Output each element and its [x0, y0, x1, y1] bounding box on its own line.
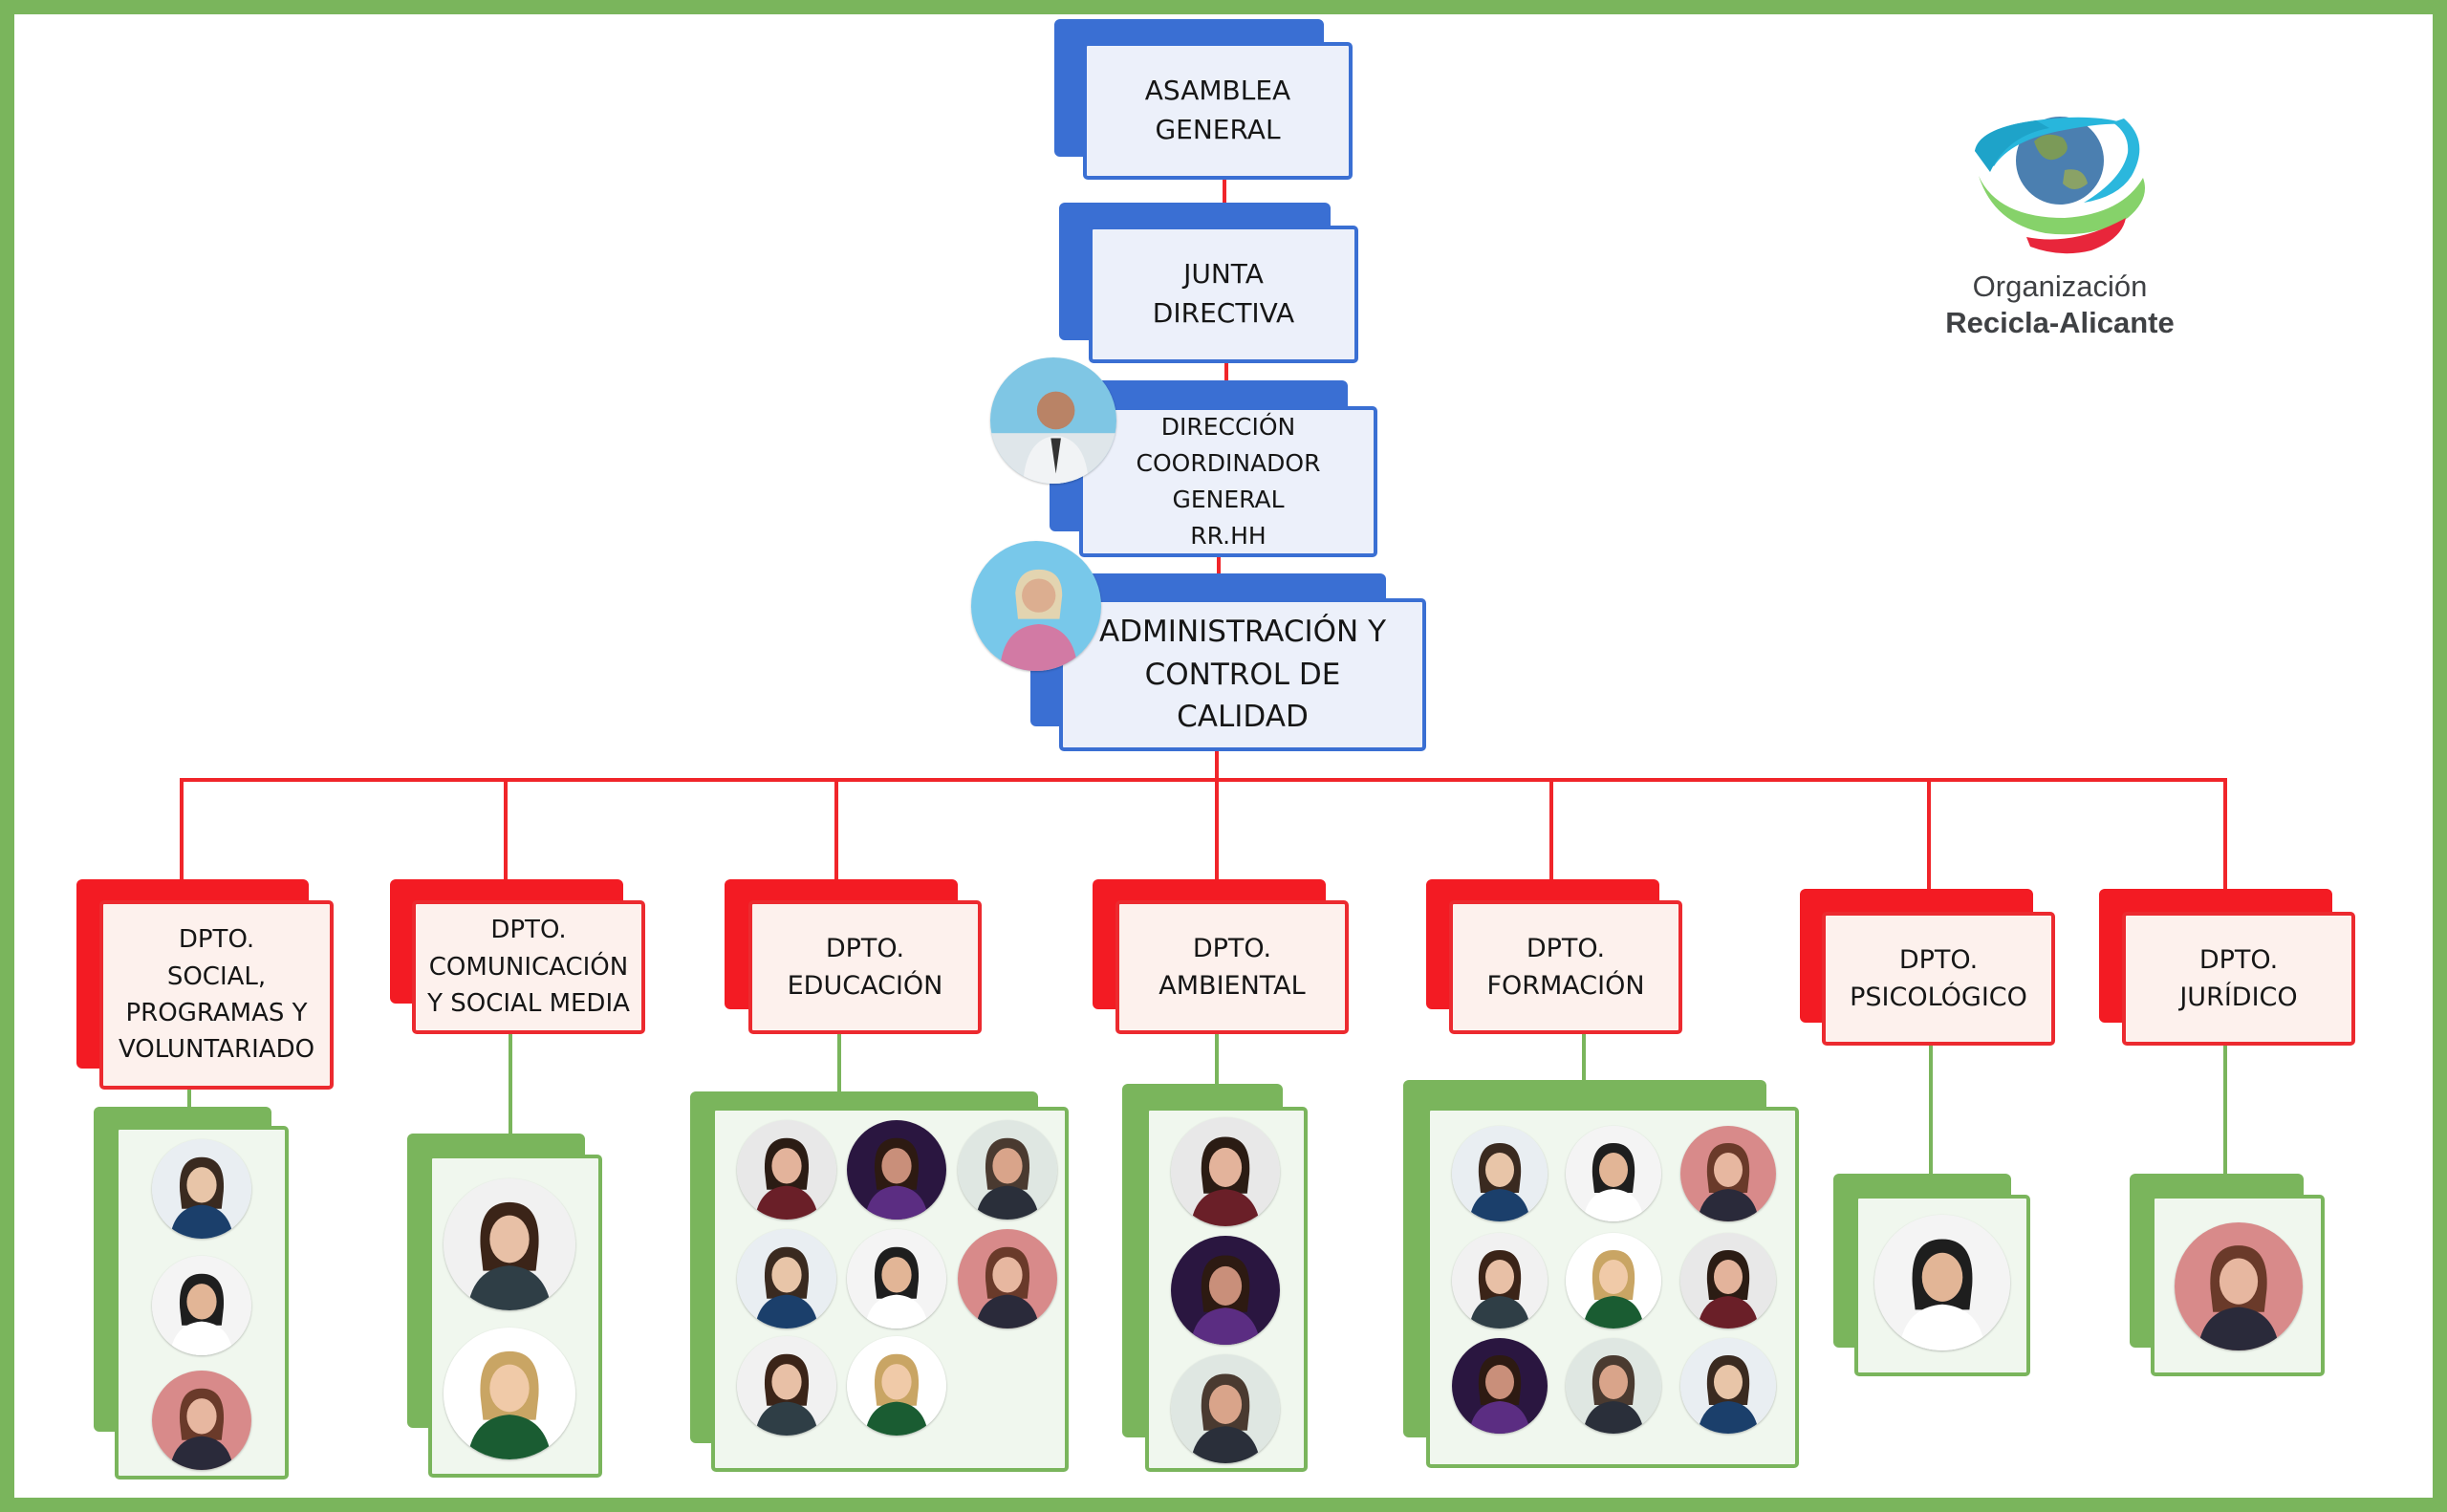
connector-educacion-team — [837, 1034, 841, 1091]
team-member-avatar — [1452, 1126, 1548, 1221]
team-member-avatar — [958, 1120, 1057, 1220]
team-member-avatar — [1171, 1117, 1280, 1226]
dpto-educacion-box: DPTO. EDUCACIÓN — [748, 900, 982, 1034]
connector-junta-direccion — [1224, 359, 1228, 388]
dpto-ambiental-box: DPTO. AMBIENTAL — [1115, 900, 1349, 1034]
team-member-avatar — [1452, 1338, 1548, 1434]
connector-formacion-team — [1582, 1034, 1586, 1082]
connector-juridico-team — [2223, 1044, 2227, 1197]
logo-line-1: Organización — [1972, 270, 2148, 303]
connector-bus-ambiental — [1215, 778, 1219, 879]
connector-bus-educacion — [834, 778, 838, 879]
department-bus — [180, 778, 2227, 782]
direccion-box: DIRECCIÓN COORDINADOR GENERAL RR.HH — [1079, 406, 1377, 557]
team-member-avatar — [152, 1139, 251, 1239]
team-member-avatar — [1566, 1233, 1661, 1328]
junta-directiva-box: JUNTA DIRECTIVA — [1089, 226, 1358, 363]
team-member-avatar — [847, 1229, 946, 1328]
connector-ambiental-team — [1215, 1034, 1219, 1090]
organizacion-logo: Organización Recicla-Alicante — [1931, 84, 2189, 352]
connector-asamblea-junta — [1223, 178, 1226, 206]
globe-logo-icon — [1975, 117, 2145, 254]
team-member-avatar — [444, 1328, 575, 1459]
dpto-psicologico-box: DPTO. PSICOLÓGICO — [1822, 912, 2055, 1046]
administracion-avatar — [971, 541, 1101, 671]
dpto-juridico-box: DPTO. JURÍDICO — [2122, 912, 2355, 1046]
team-member-avatar — [958, 1229, 1057, 1328]
connector-psicologico-team — [1929, 1044, 1933, 1197]
team-member-avatar — [1452, 1233, 1548, 1328]
team-member-avatar — [1171, 1236, 1280, 1345]
team-member-avatar — [152, 1371, 251, 1470]
team-member-avatar — [1566, 1126, 1661, 1221]
team-member-avatar — [737, 1336, 836, 1436]
team-member-avatar — [847, 1336, 946, 1436]
logo-line-2: Recicla-Alicante — [1945, 306, 2175, 339]
dpto-formacion-box: DPTO. FORMACIÓN — [1449, 900, 1682, 1034]
connector-direccion-administracion — [1217, 554, 1221, 573]
dpto-comunicacion-box: DPTO. COMUNICACIÓN Y SOCIAL MEDIA — [412, 900, 645, 1034]
team-member-avatar — [1566, 1338, 1661, 1434]
connector-administracion-bus — [1215, 749, 1219, 782]
team-member-avatar — [1874, 1215, 2010, 1350]
team-member-avatar — [152, 1256, 251, 1355]
team-member-avatar — [737, 1229, 836, 1328]
connector-bus-formacion — [1549, 778, 1553, 879]
team-member-avatar — [1680, 1338, 1776, 1434]
connector-comunicacion-team — [509, 1034, 512, 1156]
connector-bus-juridico — [2223, 778, 2227, 891]
team-member-avatar — [1171, 1354, 1280, 1463]
team-member-avatar — [444, 1178, 575, 1310]
connector-bus-social — [180, 778, 184, 879]
team-member-avatar — [1680, 1233, 1776, 1328]
asamblea-general-box: ASAMBLEA GENERAL — [1083, 42, 1353, 180]
team-member-avatar — [2175, 1222, 2303, 1350]
team-member-avatar — [1680, 1126, 1776, 1221]
administracion-box: ADMINISTRACIÓN Y CONTROL DE CALIDAD — [1059, 598, 1426, 751]
dpto-social-box: DPTO. SOCIAL, PROGRAMAS Y VOLUNTARIADO — [99, 900, 334, 1090]
team-member-avatar — [847, 1120, 946, 1220]
direccion-avatar — [990, 357, 1116, 484]
team-member-avatar — [737, 1120, 836, 1220]
connector-bus-comunicacion — [504, 778, 508, 879]
connector-bus-psicologico — [1927, 778, 1931, 891]
